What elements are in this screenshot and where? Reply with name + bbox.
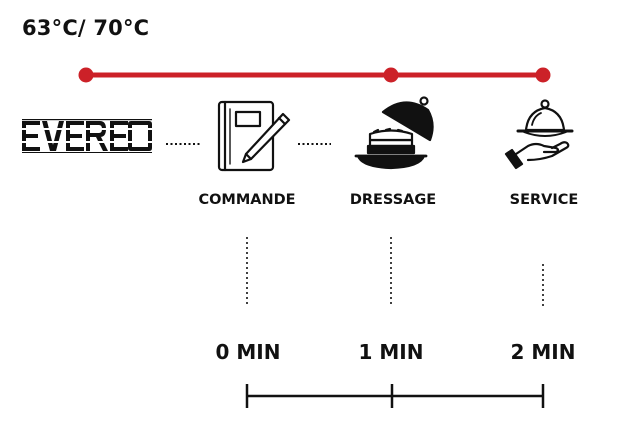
stage-label-service: SERVICE — [509, 192, 579, 208]
stage-label-commande: COMMANDE — [198, 192, 296, 208]
cloche-hand-icon — [504, 99, 574, 170]
time-label-2: 2 MIN — [510, 340, 576, 364]
brand-logo — [22, 119, 152, 153]
temperature-node-end — [535, 67, 551, 83]
time-label-1: 1 MIN — [358, 340, 424, 364]
notebook-pencil-icon — [217, 100, 291, 172]
stage-label-dressage: DRESSAGE — [349, 192, 437, 208]
temperature-heading: 63°C/ 70°C — [22, 16, 150, 40]
plated-dish-cloche-icon — [354, 96, 434, 170]
temperature-node-middle — [383, 67, 399, 83]
time-label-0: 0 MIN — [215, 340, 281, 364]
temperature-node-start — [78, 67, 94, 83]
